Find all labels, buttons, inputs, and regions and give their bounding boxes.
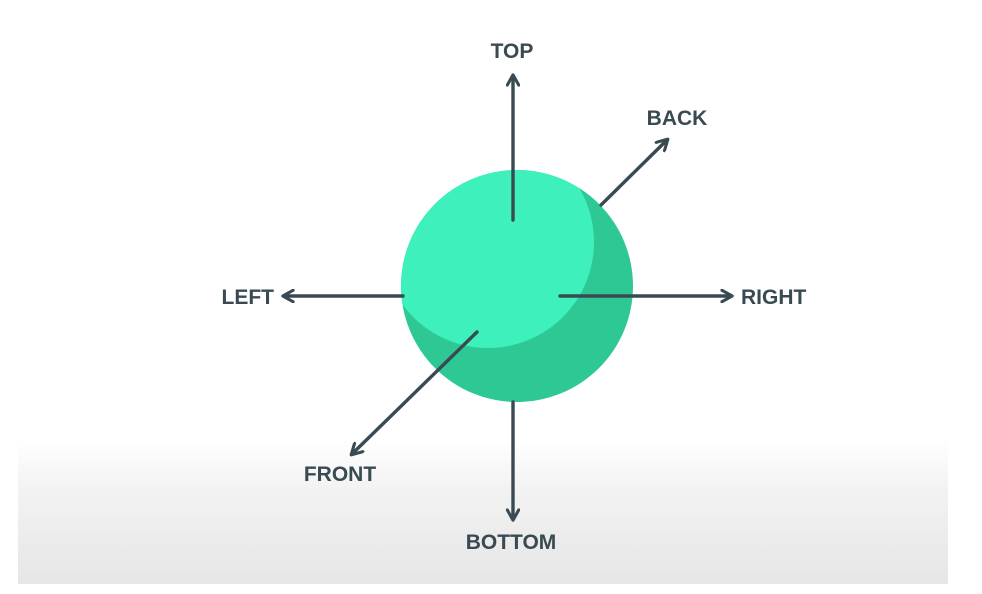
label-bottom: BOTTOM <box>466 531 557 554</box>
label-front: FRONT <box>304 463 376 486</box>
label-back: BACK <box>647 107 708 130</box>
label-top: TOP <box>491 40 534 63</box>
arrow-back <box>599 140 667 207</box>
floor-gradient <box>18 440 948 584</box>
arrows <box>284 76 731 519</box>
sphere <box>401 170 633 402</box>
sphere-highlight <box>401 170 594 348</box>
arrow-front <box>352 330 479 454</box>
label-right: RIGHT <box>741 286 807 309</box>
label-left: LEFT <box>222 286 275 309</box>
